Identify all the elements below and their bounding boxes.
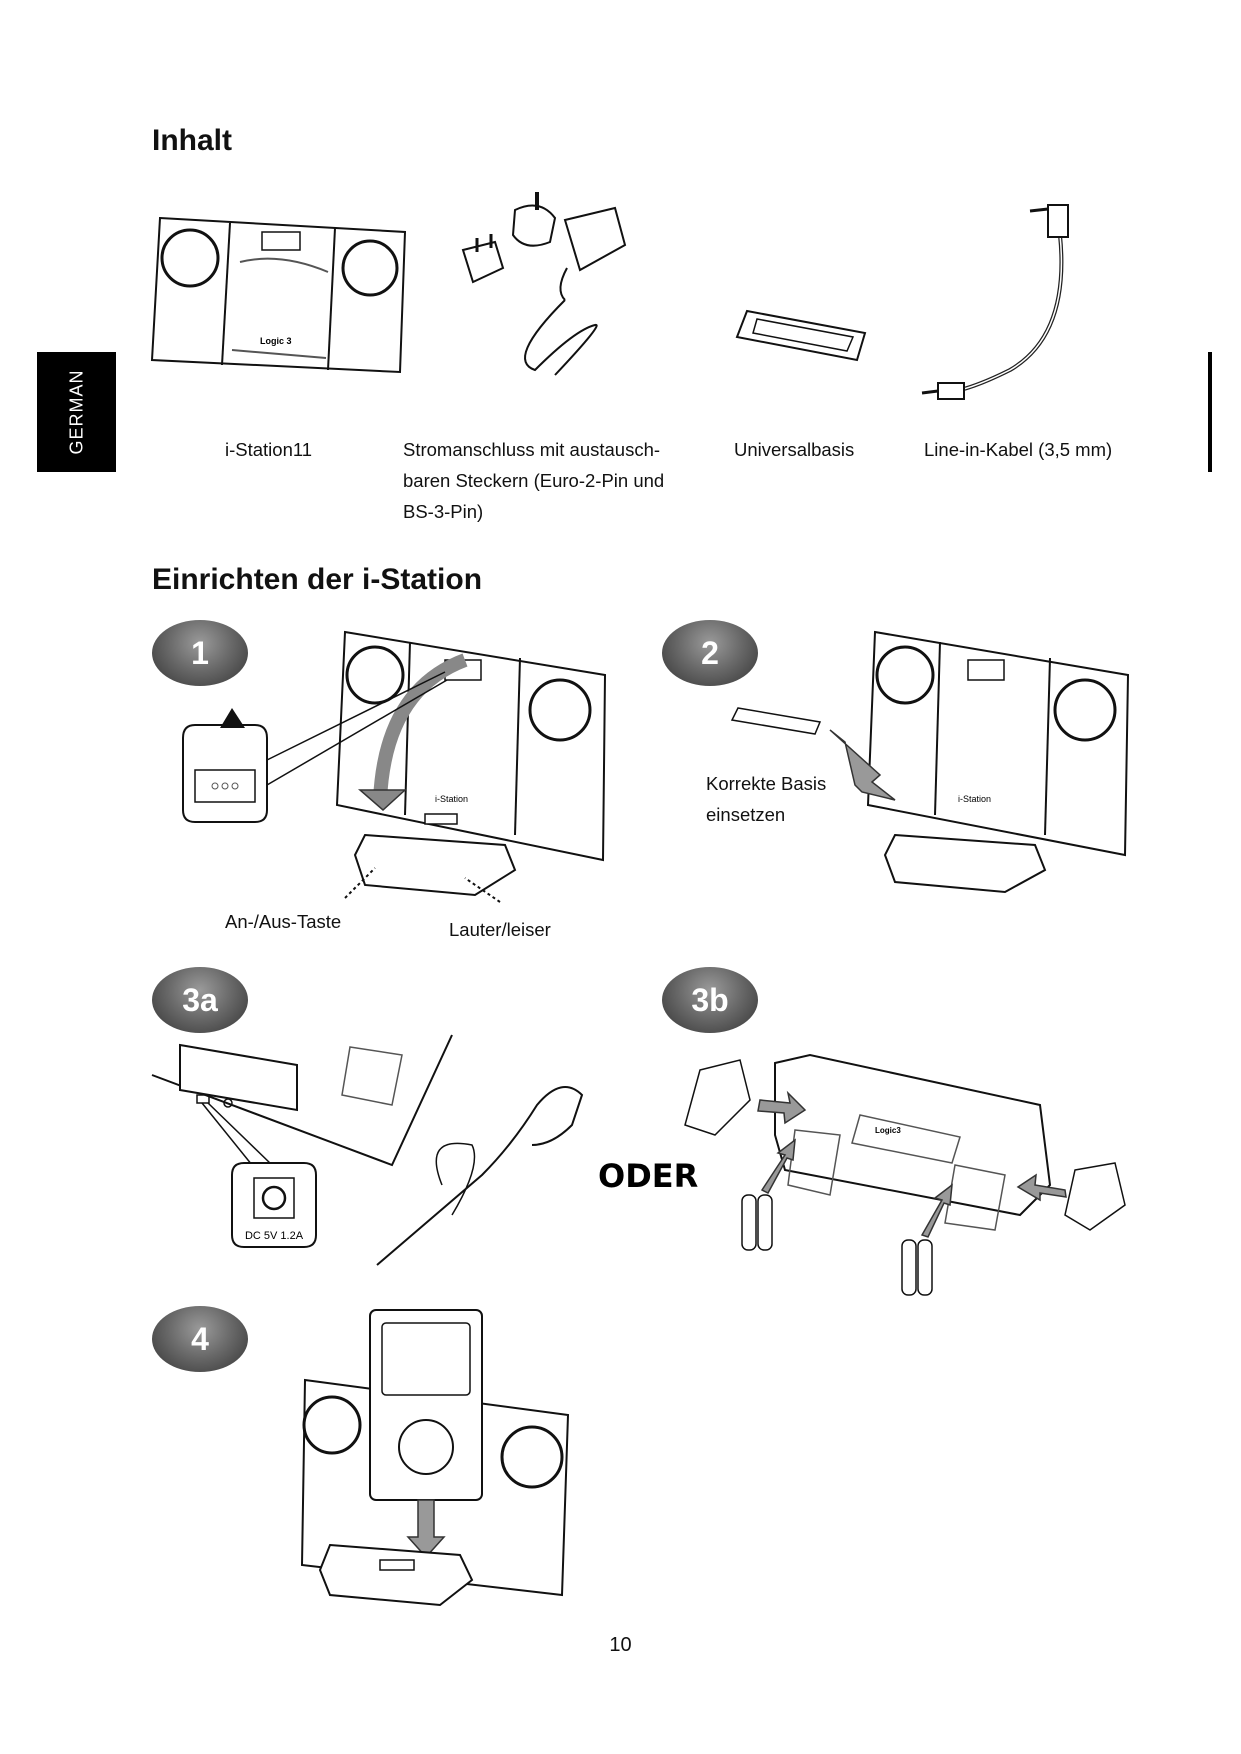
caption-line: baren Steckern (Euro-2-Pin und <box>403 470 665 491</box>
step-badge: 4 <box>152 1306 248 1372</box>
step-number: 1 <box>191 634 209 671</box>
step-badge: 3b <box>662 967 758 1033</box>
setup-heading: Einrichten der i-Station <box>152 563 483 596</box>
dc-jack-callout <box>232 1163 316 1247</box>
volume-label: Lauter/leiser <box>449 919 551 940</box>
step2-label: Korrekte Basis einsetzen <box>706 768 826 830</box>
language-tab-label: GERMAN <box>66 369 86 455</box>
power-button-label: An-/Aus-Taste <box>225 911 342 932</box>
or-separator: ODER <box>598 1157 699 1195</box>
step2-label-line: Korrekte Basis <box>706 773 827 794</box>
step-badge: 2 <box>662 620 758 686</box>
battery-icon <box>918 1240 932 1295</box>
unit-logo: Logic 3 <box>260 336 292 346</box>
item-caption: Line-in-Kabel (3,5 mm) <box>924 434 1112 465</box>
dock-label: i-Station <box>958 794 991 804</box>
contents-heading: Inhalt <box>152 124 232 157</box>
step-number: 2 <box>701 634 719 671</box>
line-in-cable-icon <box>930 195 1110 415</box>
insert-arrow-icon <box>830 730 895 800</box>
battery-icon <box>902 1240 916 1295</box>
power-adapter-icon <box>455 190 650 390</box>
caption-line: BS-3-Pin) <box>403 501 484 522</box>
battery-cover-icon <box>1065 1163 1125 1230</box>
language-tab: GERMAN <box>37 352 116 472</box>
item-caption: Stromanschluss mit austausch- baren Stec… <box>403 434 664 527</box>
item-caption: Universalbasis <box>734 434 854 465</box>
power-cable-icon <box>377 1087 582 1265</box>
page-number: 10 <box>609 1634 632 1656</box>
svg-text:Logic3: Logic3 <box>875 1126 901 1135</box>
step2-illustration: i-Station <box>730 630 1130 890</box>
step-number: 3a <box>182 981 218 1018</box>
speaker-unit-icon: Logic 3 <box>150 210 415 375</box>
battery-cover-icon <box>685 1060 750 1135</box>
step3b-illustration: Logic3 <box>680 1045 1140 1305</box>
caption-line: Stromanschluss mit austausch- <box>403 439 661 460</box>
step-number: 3b <box>691 981 729 1018</box>
dc-rating-label: DC 5V 1.2A <box>245 1230 304 1242</box>
step-badge: 1 <box>152 620 248 686</box>
step-number: 4 <box>191 1320 209 1357</box>
caption-line: Universalbasis <box>734 439 855 460</box>
battery-icon <box>742 1195 756 1250</box>
step3a-illustration: DC 5V 1.2A <box>152 1035 602 1280</box>
page-edge-marker <box>1208 352 1212 472</box>
battery-icon <box>758 1195 772 1250</box>
dock-label: i-Station <box>435 794 468 804</box>
step2-label-line: einsetzen <box>706 804 786 825</box>
step1-illustration: i-Station <box>175 630 625 900</box>
universal-dock-insert-icon <box>735 305 870 365</box>
curved-arrow-icon <box>380 660 465 800</box>
step-badge: 3a <box>152 967 248 1033</box>
down-arrow-icon <box>408 1500 444 1557</box>
step4-illustration <box>300 1305 575 1615</box>
caption-line: Line-in-Kabel (3,5 mm) <box>924 439 1113 460</box>
item-caption: i-Station11 <box>225 434 312 465</box>
caption-line: i-Station11 <box>225 439 313 460</box>
